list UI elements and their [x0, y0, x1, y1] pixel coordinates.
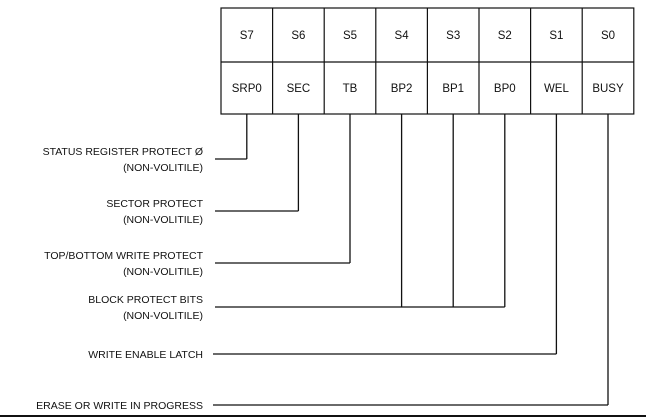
status-bit-s0: S0	[601, 30, 615, 42]
description-labels: STATUS REGISTER PROTECT Ø (NON-VOLITILE) S…	[36, 146, 203, 412]
desc-write-enable-latch: WRITE ENABLE LATCH	[88, 349, 203, 361]
desc-note-top-bottom-write-protect: (NON-VOLITILE)	[123, 266, 203, 278]
bit-name-sec: SEC	[287, 83, 311, 95]
desc-block-protect-bits: BLOCK PROTECT BITS	[88, 294, 203, 306]
status-bit-s7: S7	[240, 30, 254, 42]
status-bit-s1: S1	[549, 30, 563, 42]
desc-note-sector-protect: (NON-VOLITILE)	[123, 214, 203, 226]
bit-name-bp2: BP2	[391, 83, 413, 95]
bit-name-bp0: BP0	[494, 83, 516, 95]
register-table	[220, 7, 635, 115]
status-bit-s2: S2	[498, 30, 512, 42]
bit-name-wel: WEL	[544, 83, 570, 95]
bit-name-busy: BUSY	[592, 83, 624, 95]
desc-status-register-protect: STATUS REGISTER PROTECT Ø	[43, 146, 203, 158]
desc-top-bottom-write-protect: TOP/BOTTOM WRITE PROTECT	[44, 250, 203, 262]
desc-erase-or-write-in-progress: ERASE OR WRITE IN PROGRESS	[36, 400, 203, 412]
bit-name-srp0: SRP0	[232, 83, 262, 95]
status-bit-s4: S4	[395, 30, 410, 42]
desc-sector-protect: SECTOR PROTECT	[106, 198, 203, 210]
status-bit-s3: S3	[446, 30, 460, 42]
bit-name-bp1: BP1	[442, 83, 464, 95]
status-bit-s6: S6	[291, 30, 305, 42]
connector-lines	[213, 114, 609, 406]
desc-note-block-protect-bits: (NON-VOLITILE)	[123, 310, 203, 322]
bit-name-tb: TB	[343, 83, 358, 95]
status-bit-s5: S5	[343, 30, 357, 42]
desc-note-status-register-protect: (NON-VOLITILE)	[123, 162, 203, 174]
